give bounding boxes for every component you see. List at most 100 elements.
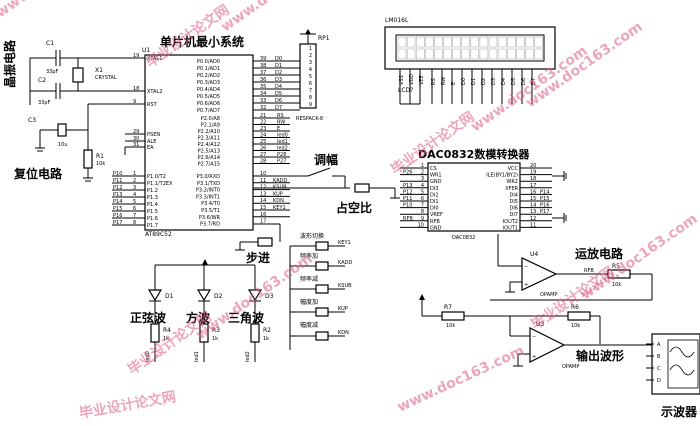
dac-model: DAC0832 — [452, 235, 475, 241]
key-switch — [315, 261, 329, 271]
lcd-caption: LCD? — [398, 87, 413, 94]
key-label: KUP — [338, 306, 348, 312]
dac-right-pin-num: 18 — [530, 176, 536, 182]
led-resistor — [250, 323, 260, 343]
dac-right-pin-name: DI4 — [509, 192, 518, 198]
led-resistor-value: 1k — [212, 336, 218, 342]
reset-caption: 复位电路 — [13, 166, 63, 181]
u1-p0-pin-name: P0.6/AD6 — [197, 101, 220, 107]
u1-p2-net: led1 — [277, 139, 288, 145]
sine-caption: 正弦波 — [130, 310, 167, 325]
dac-left-net: P10 — [403, 203, 412, 209]
dac-left-pin-num: 5 — [421, 189, 424, 195]
led-label: D1 — [165, 293, 174, 300]
u1-p2-pin-name: P2.5/A13 — [198, 149, 220, 155]
u1-pin-num: 31 — [133, 142, 139, 148]
lcd-cell — [516, 36, 525, 48]
led-resistor-value: 1k — [263, 336, 269, 342]
dac-right-pin-num: 20 — [530, 163, 536, 169]
lcd-pin-name: VDD — [409, 74, 415, 85]
rp1-pin-num: 7 — [309, 88, 312, 94]
lcd-pin-name: D7 — [531, 78, 537, 85]
u1-p0-pin-num: 36 — [260, 77, 266, 83]
lcd-cell — [425, 36, 434, 48]
u1-p2-net: RW — [277, 120, 285, 126]
u1-p2-pin-name: P2.4/A12 — [198, 142, 220, 148]
led-net: led1 — [194, 351, 200, 362]
u1-p3-pin-name: P3.6/WR — [199, 215, 221, 221]
watermark-9: 毕业设计论文网 — [78, 388, 177, 422]
svg-text:+: + — [532, 354, 536, 360]
scope-channel-label: B — [657, 354, 661, 360]
svg-text:−: − — [524, 264, 528, 270]
rp1-pin-num: 3 — [309, 60, 312, 66]
key-label: KSUB — [338, 283, 352, 289]
dac-right-net: P16 — [540, 203, 549, 209]
u1-p2-pin-name: P2.2/A10 — [198, 129, 220, 135]
led-diode — [247, 289, 263, 302]
lcd-cell — [461, 36, 470, 48]
r6-resistor — [567, 311, 591, 321]
dac-left-pin-num: 10 — [418, 222, 424, 228]
svg-text:−: − — [532, 334, 536, 340]
lcd-pin-name: RS — [431, 78, 437, 85]
p1-net-label: P12 — [113, 185, 122, 191]
led-net: led2 — [245, 351, 251, 362]
dac-right-pin-name: DI5 — [509, 199, 518, 205]
rfb-label: RFB — [584, 268, 594, 274]
c3-capacitor — [57, 123, 67, 137]
u1-p2-pin-num: 28 — [260, 159, 266, 165]
dac-left-pin-name: GND — [430, 225, 442, 231]
u1-pin-name: EA — [147, 145, 154, 151]
lcd-cell — [416, 36, 425, 48]
u1-p3-pin-name: P3.1/TXD — [197, 181, 220, 187]
p1-net-label: P14 — [113, 199, 122, 205]
lcd-cell — [470, 48, 479, 60]
lcd-cell — [416, 48, 425, 60]
c2-value: 33pF — [38, 100, 51, 106]
wave-switch-label: 波形切换 — [300, 232, 324, 240]
dac-left-pin-name: VREF — [430, 212, 443, 218]
duty-caption: 占空比 — [336, 200, 372, 215]
dac-left-pin-num: 2 — [421, 170, 424, 176]
output-caption: 输出波形 — [576, 348, 624, 363]
lcd-cell — [406, 36, 416, 48]
u1-pin-name: ALE — [147, 139, 156, 145]
u1-pin-num: 19 — [133, 53, 139, 59]
dac-left-pin-name: DI2 — [430, 192, 439, 198]
u1-body — [144, 54, 254, 231]
u1-p3-pin-num: 15 — [260, 205, 266, 211]
p1-net-label: P11 — [113, 178, 122, 184]
r5-label: R5 — [612, 263, 620, 270]
u1-pin-name: RST — [147, 102, 158, 108]
lcd-pin-name: VEE — [419, 75, 425, 85]
p1-net-label: P10 — [113, 171, 122, 177]
dac-left-net: P12 — [403, 189, 412, 195]
lcd-cell — [434, 48, 443, 60]
u1-pin-name: P1.7 — [147, 223, 158, 229]
rp1-pin-num: 8 — [309, 95, 312, 101]
u1-pin-name: XTAL1 — [147, 56, 162, 62]
dac-left-net: P11 — [403, 196, 412, 202]
dac-right-pin-num: 11 — [530, 222, 536, 228]
u1-pin-num: 30 — [133, 136, 139, 142]
u1-p0-pin-num: 33 — [260, 98, 266, 104]
lcd-cell — [516, 48, 525, 60]
u4-opamp — [521, 257, 558, 291]
u1-p2-pin-num: 27 — [260, 152, 266, 158]
u1-p0-net: D1 — [275, 63, 282, 69]
lcd-cell — [434, 36, 443, 48]
dac-left-pin-num: 7 — [421, 203, 424, 209]
u1-label: U1 — [142, 47, 150, 54]
u1-pin-num: 6 — [133, 206, 136, 212]
u1-p3-net: KUP — [273, 191, 283, 197]
u1-p3-pin-name: P3.7/RD — [200, 222, 220, 228]
u1-p0-net: D7 — [275, 105, 282, 111]
dac-left-pin-name: DI0 — [430, 206, 439, 212]
u1-p0-net: D6 — [275, 98, 282, 104]
scope-channel-label: D — [657, 378, 661, 384]
dac-left-pin-name: DI1 — [430, 199, 439, 205]
c1-label: C1 — [46, 40, 54, 47]
